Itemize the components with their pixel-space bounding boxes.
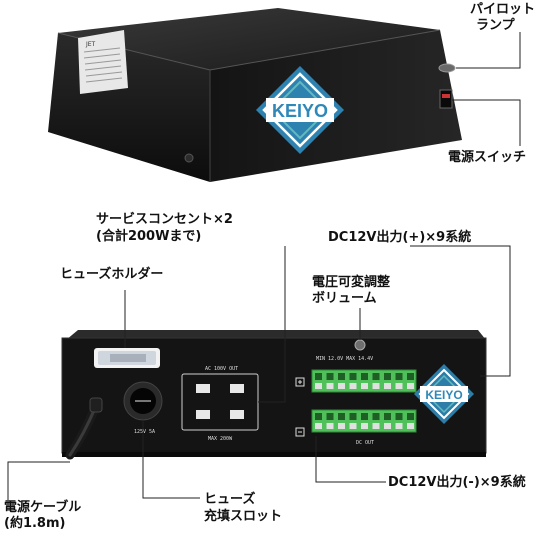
power-switch-icon: [439, 89, 453, 109]
dc-plus-terminal-screw-5: [361, 373, 368, 380]
spec-sticker: JET: [78, 30, 128, 94]
power-cable-icon: [65, 397, 103, 460]
dc-plus-terminal-screw-2: [326, 373, 334, 380]
dc-minus-terminal-screw-9: [407, 413, 414, 420]
callout-lines: [7, 32, 521, 500]
dc-plus-terminal-screw-7: [384, 373, 391, 380]
service-outlet-label: サービスコンセント×2: [96, 212, 233, 227]
dc-out-print: DC OUT: [356, 440, 374, 446]
dc-minus-terminal-socket-1: [315, 423, 322, 429]
dc-plus-terminal-screw-8: [395, 373, 403, 380]
dc-minus-terminal: [311, 409, 417, 433]
ac-out-print: AC 100V OUT: [205, 366, 238, 372]
dc-plus-terminal-socket-7: [384, 383, 391, 389]
dc-minus-terminal-socket-7: [384, 423, 391, 429]
service-outlet-label-2: (合計200Wまで): [96, 229, 202, 244]
dc-plus-terminal-screw-1: [315, 373, 322, 380]
fuse-holder-label: ヒューズホルダー: [60, 267, 164, 282]
dc-minus-terminal-screw-2: [326, 413, 334, 420]
voltage-knob-icon: [354, 339, 366, 351]
dc-plus-terminal-socket-9: [407, 383, 414, 389]
min-max-print: MIN 12.0V MAX 14.4V: [316, 356, 373, 362]
rear-panel: 125V 5A AC 100V OUT MAX 200W MIN 12.0V M…: [61, 330, 487, 460]
dc-minus-terminal-screw-3: [338, 413, 345, 420]
fuse-holder-icon: [94, 348, 160, 368]
dc-minus-terminal-socket-4: [349, 423, 357, 429]
top-unit: JET: [48, 8, 462, 182]
dc-minus-terminal-socket-2: [326, 423, 334, 429]
sticker-brand: JET: [85, 41, 96, 48]
plus-marker-icon: [295, 377, 305, 387]
screw-icon: [184, 153, 194, 163]
power-cable-label: 電源ケーブル: [4, 500, 82, 515]
dc-plus-terminal-socket-3: [338, 383, 345, 389]
dc-minus-terminal-screw-1: [315, 413, 322, 420]
dc-plus-terminal-screw-6: [372, 373, 380, 380]
dc-plus-terminal-socket-6: [372, 383, 380, 389]
pilot-lamp-label: パイロット: [470, 2, 536, 17]
dc-minus-terminal-screw-4: [349, 413, 357, 420]
keiyo-logo-top: KEIYO: [256, 66, 344, 154]
dc-minus-terminal-screw-7: [384, 413, 391, 420]
fuse-slot-label: ヒューズ: [204, 492, 256, 507]
keiyo-logo-bottom: KEIYO: [414, 364, 474, 424]
fuse-slot-label-2: 充填スロット: [204, 509, 283, 524]
pilot-lamp-label-2: ランプ: [476, 18, 515, 33]
dc-plus-terminal-socket-2: [326, 383, 334, 389]
dc-minus-terminal-screw-8: [395, 413, 403, 420]
dc-plus-terminal-screw-3: [338, 373, 345, 380]
dc-minus-terminal-socket-8: [395, 423, 403, 429]
dc-plus-terminal-screw-4: [349, 373, 357, 380]
dc-plus-terminal-socket-4: [349, 383, 357, 389]
dc-plus-terminal: [311, 369, 417, 393]
dc-plus-label: DC12V出力(+)×9系統: [328, 230, 472, 245]
fuse-slot-icon: 125V 5A: [123, 381, 163, 435]
dc-minus-terminal-screw-6: [372, 413, 380, 420]
keiyo-wordmark-bottom: KEIYO: [425, 388, 462, 402]
service-outlet-icon: AC 100V OUT MAX 200W: [181, 366, 259, 442]
voltage-knob-label-2: ボリューム: [312, 291, 377, 306]
dc-minus-terminal-socket-6: [372, 423, 380, 429]
dc-plus-terminal-screw-9: [407, 373, 414, 380]
dc-plus-terminal-socket-1: [315, 383, 322, 389]
dc-minus-terminal-screw-5: [361, 413, 368, 420]
max-200w-print: MAX 200W: [208, 436, 233, 442]
power-switch-label: 電源スイッチ: [448, 150, 527, 165]
dc-plus-terminal-socket-8: [395, 383, 403, 389]
dc-minus-terminal-socket-5: [361, 423, 368, 429]
power-cable-label-2: (約1.8m): [4, 516, 66, 531]
dc-minus-terminal-socket-9: [407, 423, 414, 429]
voltage-knob-label: 電圧可変調整: [312, 275, 391, 290]
dc-plus-terminal-socket-5: [361, 383, 368, 389]
pilot-lamp-icon: [438, 63, 456, 73]
dc-minus-label: DC12V出力(-)×9系統: [388, 475, 526, 490]
dc-minus-terminal-socket-3: [338, 423, 345, 429]
keiyo-wordmark-top: KEIYO: [272, 101, 328, 121]
minus-marker-icon: [295, 427, 305, 437]
fuse-rating-print: 125V 5A: [134, 429, 155, 435]
